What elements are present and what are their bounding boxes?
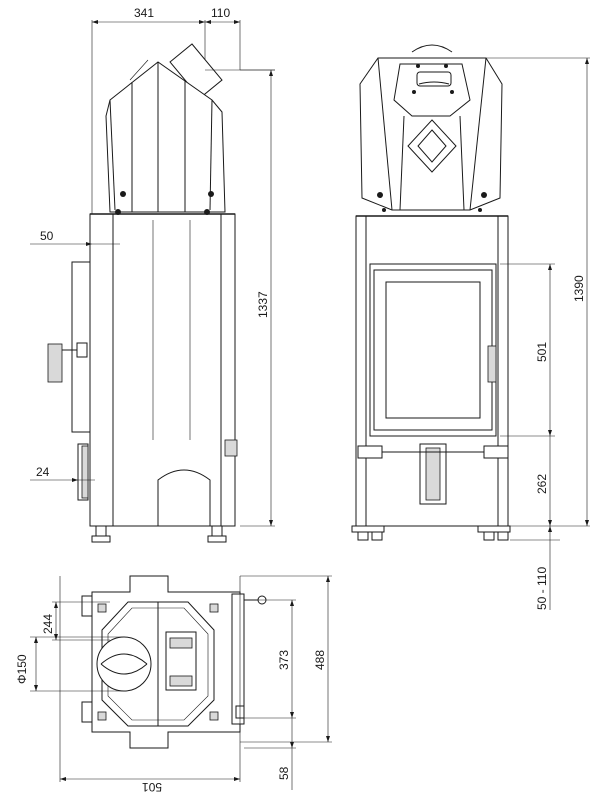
dim-plan-diameter: Φ150 [15,654,29,684]
dim-plan-58: 58 [277,766,291,780]
dim-front-feet: 50 - 110 [535,567,549,610]
dim-side-bottom-offset: 24 [36,465,50,479]
dim-top-flue: 110 [211,6,230,20]
front-view: 1390 501 262 50 - 110 [351,44,590,610]
dim-side-height: 1337 [256,291,270,318]
dim-plan-width: 501 [142,780,162,794]
dim-top-width: 341 [134,6,154,20]
dim-plan-373: 373 [277,650,291,670]
dim-front-total-height: 1390 [572,275,586,302]
side-view: 341 110 50 [30,6,275,543]
dim-plan-244: 244 [41,614,55,634]
dim-side-left-offset: 50 [40,229,54,243]
dim-plan-488: 488 [313,650,327,670]
dim-front-lower-height: 262 [535,474,549,494]
plan-view: 501 244 Φ150 373 488 58 [15,575,332,794]
dim-front-door-height: 501 [535,342,549,362]
